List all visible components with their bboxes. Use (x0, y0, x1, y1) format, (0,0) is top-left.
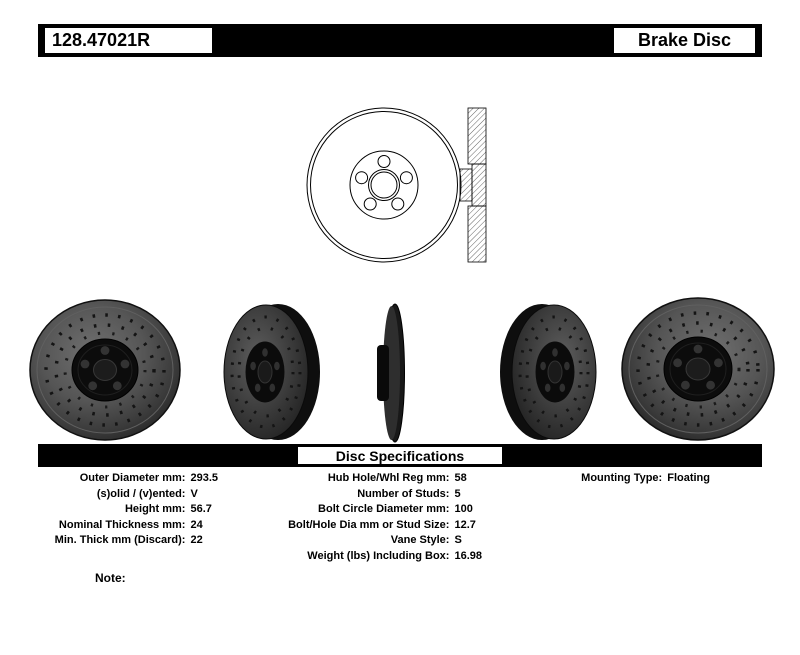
spec-title-box: Disc Specifications (298, 447, 502, 464)
spec-label: Outer Diameter mm: (79, 472, 186, 484)
spec-value: 56.7 (190, 503, 212, 515)
spec-label: Min. Thick mm (Discard): (54, 534, 186, 546)
spec-section-title: Disc Specifications (335, 447, 465, 464)
disc-side-section-view (459, 107, 487, 263)
product-title: Brake Disc (637, 30, 732, 50)
spec-label: Vane Style: (390, 534, 450, 546)
spec-value: 12.7 (454, 518, 476, 531)
spec-label: Nominal Thickness mm: (58, 518, 186, 531)
product-photo-angled-left (223, 304, 320, 440)
spec-column-middle: Hub Hole/Whl Reg mm: 58 Number of Studs:… (272, 471, 482, 564)
product-title-box: Brake Disc (614, 28, 755, 53)
spec-label: (s)olid / (v)ented: (96, 487, 186, 500)
spec-value: 24 (190, 518, 203, 531)
spec-section-bar: Disc Specifications (38, 444, 762, 467)
spec-label: Number of Studs: (357, 487, 450, 500)
spec-label: Weight (lbs) Including Box: (307, 549, 450, 562)
spec-value: 58 (454, 472, 467, 484)
header-bar: 128.47021R Brake Disc (38, 24, 762, 57)
product-photo-front-right (621, 297, 775, 441)
spec-label: Height mm: (124, 503, 186, 515)
spec-label: Mounting Type: (581, 472, 663, 484)
spec-value: Floating (667, 472, 710, 484)
spec-column-right: Mounting Type: Floating (558, 471, 710, 487)
product-photo-edge (377, 303, 405, 443)
spec-value: 22 (190, 534, 203, 546)
spec-value: 16.98 (454, 549, 482, 562)
spec-label: Bolt/Hole Dia mm or Stud Size: (288, 518, 450, 531)
product-photo-angled-right (500, 304, 597, 440)
technical-drawing (306, 107, 487, 263)
product-photo-front-left (29, 299, 181, 441)
spec-column-left: Outer Diameter mm: 293.5 (s)olid / (v)en… (28, 471, 218, 549)
spec-label: Hub Hole/Whl Reg mm: (327, 472, 450, 484)
spec-label: Bolt Circle Diameter mm: (318, 503, 450, 515)
spec-value: 293.5 (190, 472, 218, 484)
spec-value: 5 (454, 487, 461, 500)
note-label: Note: (95, 571, 126, 585)
disc-front-view (306, 107, 462, 263)
part-number: 128.47021R (52, 30, 151, 50)
spec-value: 100 (454, 503, 473, 515)
part-number-box: 128.47021R (45, 28, 212, 53)
spec-value: V (190, 487, 198, 500)
spec-value: S (454, 534, 462, 546)
